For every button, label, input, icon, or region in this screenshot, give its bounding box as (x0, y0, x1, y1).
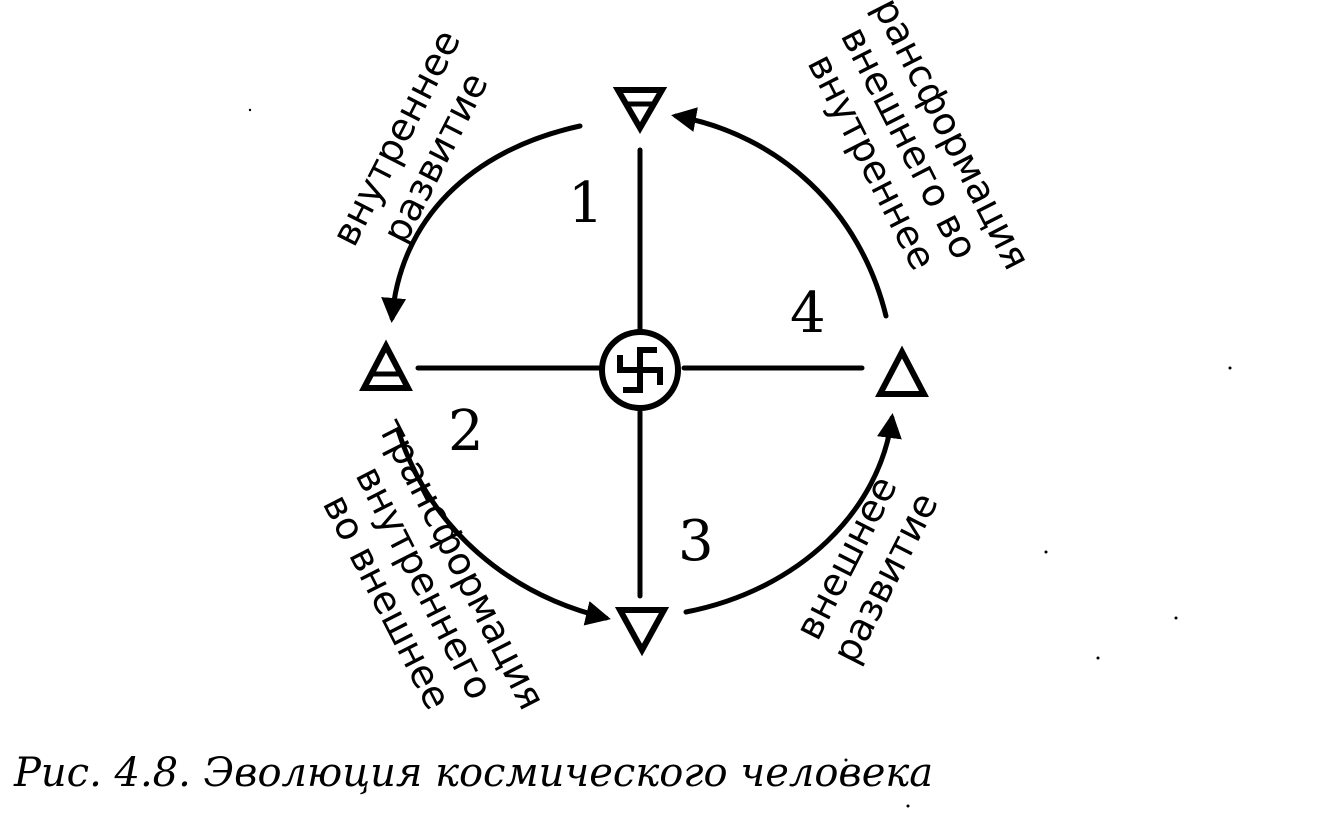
quadrant-4-label: 4 (790, 281, 826, 346)
triangle-up-icon (875, 345, 929, 397)
quadrant-1-label: 1 (568, 171, 604, 236)
figure-caption: Рис. 4.8. Эволюция космического человека (13, 750, 933, 796)
inner-development-label: внутреннее развитие (323, 23, 497, 253)
arrow-outer-development (683, 413, 902, 615)
triangle-up-with-bar-icon (359, 339, 413, 391)
outer-development-label: внешнее развитие (786, 469, 947, 670)
arrow-inner-development (381, 123, 583, 323)
swastika-in-circle-icon (599, 329, 681, 411)
triangle-down-with-bar-icon (612, 87, 668, 134)
transform-outer-to-inner-label: трансформация внешнего во внутреннее (799, 0, 1039, 277)
triangle-down-icon (614, 607, 670, 657)
scan-specks (248, 108, 1232, 808)
quadrant-3-label: 3 (678, 509, 714, 574)
arrow-transform-inner-to-outer (395, 427, 611, 626)
quadrant-2-label: 2 (448, 399, 484, 464)
arrow-transform-outer-to-inner (671, 107, 889, 319)
